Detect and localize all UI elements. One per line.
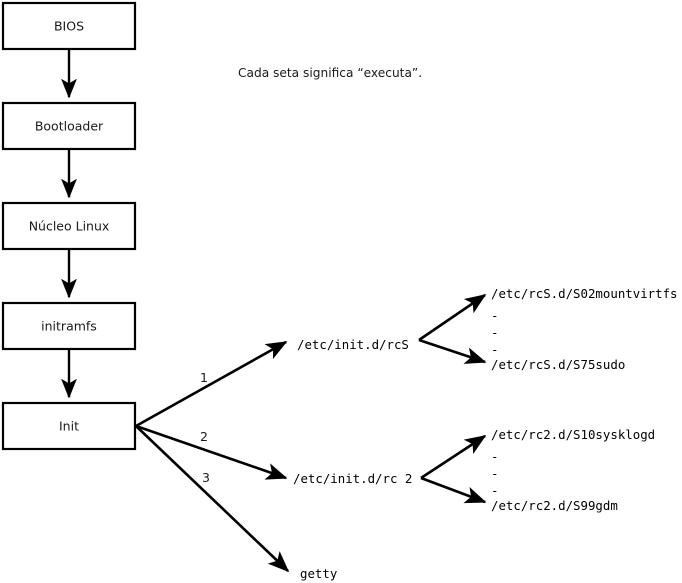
branch-label-rcs: /etc/init.d/rcS [297, 337, 409, 352]
legend-note: Cada seta significa “executa”. [238, 66, 422, 80]
script-label-rc2-last: /etc/rc2.d/S99gdm [491, 498, 618, 513]
branch-label-rc2: /etc/init.d/rc 2 [293, 471, 412, 486]
chain-box-kernel: Núcleo Linux [1, 201, 137, 251]
script-ellipsis-rc2-1: - [491, 449, 498, 464]
arrow-rcs-to-last-script [418, 338, 487, 364]
box-outline-bootloader [1, 101, 137, 151]
arrow-rc2-to-first-script [420, 434, 487, 480]
arrow-init-branch-3 [135, 425, 290, 573]
chain-box-init: Init [1, 401, 137, 451]
box-label-bootloader: Bootloader [35, 119, 104, 134]
chain-box-bootloader: Bootloader [1, 101, 137, 151]
box-label-init: Init [59, 419, 79, 434]
branch-number-2: 2 [200, 429, 208, 444]
script-label-rcs-last: /etc/rcS.d/S75sudo [491, 357, 625, 372]
box-label-bios: BIOS [54, 19, 84, 34]
arrow-init-branch-2 [135, 424, 288, 480]
branch-number-1: 1 [200, 370, 208, 385]
box-label-initramfs: initramfs [41, 319, 97, 334]
script-label-rcs-first: /etc/rcS.d/S02mountvirtfs [491, 286, 678, 301]
chain-box-initramfs: initramfs [1, 301, 137, 351]
branch-label-getty: getty [300, 566, 337, 581]
arrow-rcs-to-first-script [418, 293, 487, 342]
box-outline-initramfs [1, 301, 137, 351]
script-ellipsis-rc2-3: - [491, 483, 498, 498]
script-ellipsis-rc2-2: - [491, 466, 498, 481]
script-ellipsis-rcs-2: - [491, 325, 498, 340]
script-ellipsis-rcs-3: - [491, 342, 498, 357]
box-outline-bios [1, 1, 137, 51]
box-label-kernel: Núcleo Linux [29, 219, 110, 234]
box-outline-init [1, 401, 137, 451]
chain-box-bios: BIOS [1, 1, 137, 51]
arrow-init-branch-1 [135, 340, 288, 428]
script-ellipsis-rcs-1: - [491, 308, 498, 323]
script-label-rc2-first: /etc/rc2.d/S10sysklogd [491, 427, 655, 442]
arrow-rc2-to-last-script [420, 476, 487, 504]
branch-number-3: 3 [202, 470, 210, 485]
